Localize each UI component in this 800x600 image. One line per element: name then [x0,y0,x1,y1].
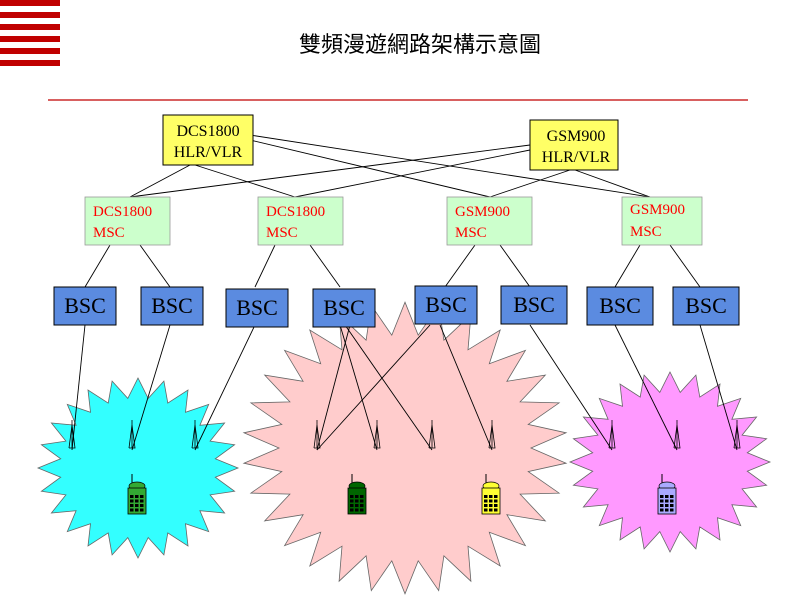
bsc-3: BSC [225,288,289,328]
base-stations [68,420,741,449]
bsc-8: BSC [672,286,740,326]
bsc-4: BSC [312,288,376,328]
msc-gsm900-a: GSM900 MSC [446,196,533,246]
connection-lines [71,134,738,451]
antenna-icon [733,420,741,449]
msc-line1: DCS1800 [93,204,152,220]
antenna-icon [128,420,136,449]
antenna-icon [191,420,199,449]
msc-dcs1800-b: DCS1800 MSC [257,196,344,246]
bsc-label: BSC [236,295,278,320]
bsc-6: BSC [500,285,568,325]
mobile-phone-icon [481,474,501,515]
bsc-label: BSC [685,293,727,318]
antenna-icon [428,420,436,449]
msc-dcs1800-a: DCS1800 MSC [84,196,171,246]
msc-line1: DCS1800 [266,204,325,220]
page-title: 雙頻漫遊網路架構示意圖 [299,33,541,58]
antenna-icon [68,420,76,449]
bsc-label: BSC [513,292,555,317]
msc-line2: MSC [630,224,662,240]
handsets [127,474,677,515]
bsc-label: BSC [425,292,467,317]
mobile-phone-icon [127,474,147,515]
corner-stripes [0,0,60,66]
msc-line2: MSC [266,225,298,241]
hlr-vlr-gsm900: GSM900 HLR/VLR [529,119,619,171]
hlr-line2: HLR/VLR [542,149,611,166]
bsc-label: BSC [599,293,641,318]
bsc-1: BSC [53,286,117,326]
bsc-5: BSC [414,285,478,325]
hlr-vlr-dcs1800: DCS1800 HLR/VLR [162,114,254,166]
bsc-label: BSC [323,295,365,320]
antenna-icon [313,420,321,449]
bsc-label: BSC [64,293,106,318]
bsc-2: BSC [140,286,204,326]
antenna-icon [373,420,381,449]
bsc-7: BSC [586,286,654,326]
antenna-icon [673,420,681,449]
msc-gsm900-b: GSM900 MSC [621,196,703,246]
antenna-icon [608,420,616,449]
hlr-line1: GSM900 [547,128,606,145]
bsc-label: BSC [151,293,193,318]
hlr-line1: DCS1800 [176,123,239,140]
mobile-phone-icon [347,474,367,515]
mobile-phone-icon [657,474,677,515]
cell-area-dcs [36,377,240,559]
hlr-line2: HLR/VLR [174,144,243,161]
msc-line1: GSM900 [455,204,510,220]
cell-area-dual [242,301,568,595]
cell-area-gsm [568,371,772,553]
msc-line2: MSC [455,225,487,241]
antenna-icon [488,420,496,449]
msc-line1: GSM900 [630,202,685,218]
msc-line2: MSC [93,225,125,241]
